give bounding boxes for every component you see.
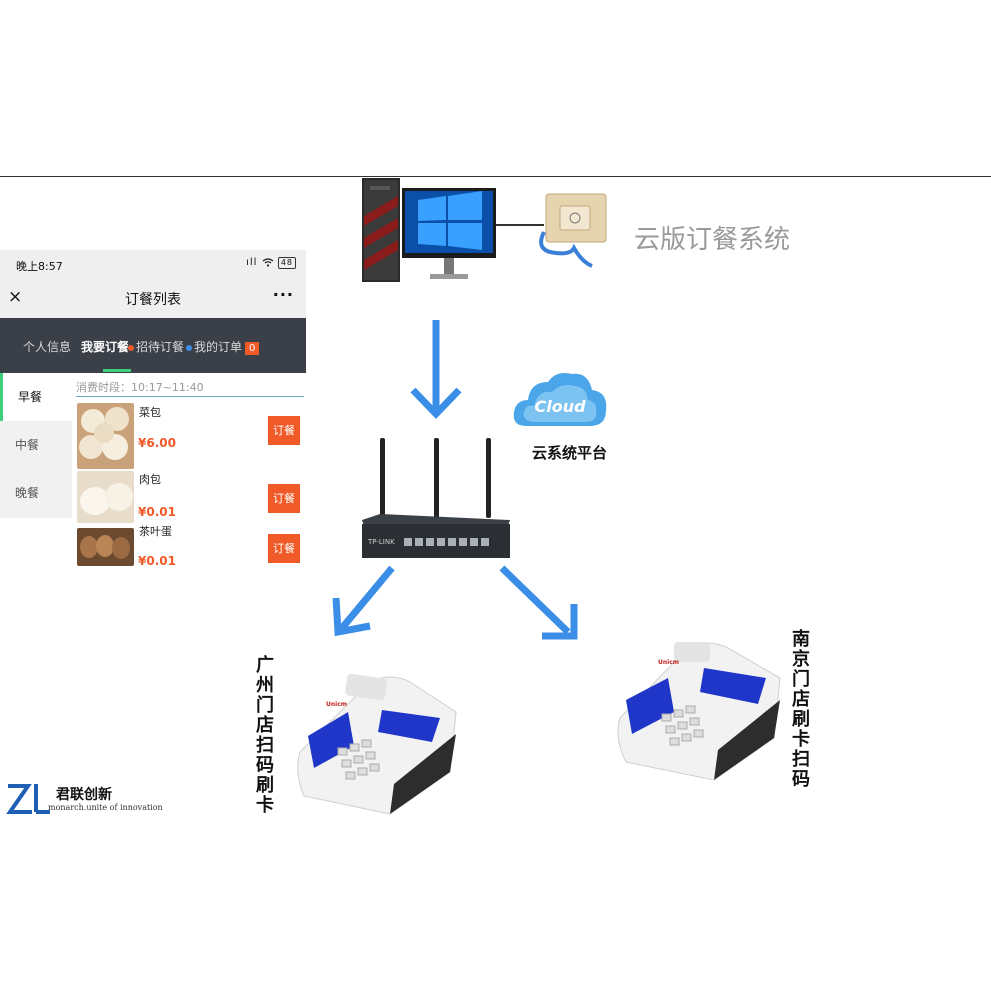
nanjing-store-label: 南京门店刷卡扫码 bbox=[792, 629, 810, 790]
diagram-title: 云版订餐系统 bbox=[634, 225, 791, 255]
sidebar-label: 晚餐 bbox=[15, 486, 40, 500]
close-icon[interactable]: × bbox=[8, 287, 23, 307]
meat-bun-image bbox=[77, 471, 134, 523]
page-title: 订餐列表 bbox=[125, 292, 181, 308]
consumption-period: 消费时段：10:17~11:40 bbox=[76, 381, 204, 394]
pos-terminal-left: Unicm bbox=[297, 673, 457, 815]
period-divider bbox=[76, 396, 304, 397]
order-button[interactable]: 订餐 bbox=[268, 416, 300, 445]
item-name: 菜包 bbox=[139, 406, 161, 419]
cloud-platform-label: 云系统平台 bbox=[532, 444, 608, 462]
title-bar: × 订餐列表 ··· bbox=[0, 278, 306, 318]
sidebar-label: 早餐 bbox=[18, 390, 43, 404]
blue-dot-icon bbox=[186, 344, 192, 351]
item-price: ¥0.01 bbox=[138, 505, 176, 519]
pos-terminal-right: Unicm bbox=[617, 642, 781, 781]
top-divider-line bbox=[0, 176, 991, 177]
tab-order-meal[interactable]: 我要订餐 bbox=[81, 340, 130, 354]
router-device: TP-LINK bbox=[362, 438, 510, 558]
guangzhou-store-label: 广州门店扫码刷卡 bbox=[256, 655, 274, 816]
orange-dot-icon bbox=[128, 344, 134, 351]
item-name: 肉包 bbox=[139, 473, 161, 486]
company-logo-icon bbox=[6, 784, 50, 814]
item-price: ¥0.01 bbox=[138, 554, 176, 568]
tea-egg-image bbox=[77, 528, 134, 566]
arrow-down-left-icon bbox=[332, 565, 395, 637]
sidebar-item-breakfast[interactable]: 早餐 bbox=[0, 373, 72, 421]
wifi-icon bbox=[262, 257, 278, 268]
monitor bbox=[402, 188, 496, 279]
company-slogan: monarch.unite of innovation bbox=[48, 803, 163, 812]
meal-sidebar: 早餐 中餐 晚餐 bbox=[0, 373, 72, 518]
status-bar: 晚上8:57 ıll 48 bbox=[0, 250, 306, 278]
status-icons: ıll 48 bbox=[246, 257, 296, 269]
tab-label: 招待订餐 bbox=[136, 340, 185, 354]
tab-hospitality-order[interactable]: 招待订餐 bbox=[128, 338, 184, 355]
tab-label: 我的订单 bbox=[194, 340, 243, 354]
sidebar-item-lunch[interactable]: 中餐 bbox=[0, 421, 72, 469]
more-icon[interactable]: ··· bbox=[272, 285, 294, 304]
company-name: 君联创新 bbox=[56, 787, 112, 803]
arrow-down-right-icon bbox=[499, 565, 578, 640]
cable-line bbox=[496, 224, 544, 226]
pc-tower bbox=[362, 178, 400, 282]
cloud-icon: Cloud bbox=[513, 373, 607, 426]
cloud-text: Cloud bbox=[534, 397, 586, 416]
order-count-badge: 0 bbox=[245, 342, 260, 355]
arrow-down-icon bbox=[410, 320, 462, 420]
tab-personal-info[interactable]: 个人信息 bbox=[23, 340, 72, 354]
vegetable-bun-image bbox=[77, 403, 134, 469]
sidebar-item-dinner[interactable]: 晚餐 bbox=[0, 469, 72, 517]
sidebar-label: 中餐 bbox=[15, 438, 40, 452]
item-price: ¥6.00 bbox=[138, 436, 176, 450]
order-button[interactable]: 订餐 bbox=[268, 484, 300, 513]
signal-icon: ıll bbox=[246, 257, 258, 268]
terminal-brand: Unicm bbox=[658, 659, 679, 666]
order-button[interactable]: 订餐 bbox=[268, 534, 300, 563]
desktop-computer bbox=[362, 178, 496, 282]
status-time: 晚上8:57 bbox=[16, 260, 63, 273]
item-name: 茶叶蛋 bbox=[139, 525, 172, 538]
active-tab-indicator bbox=[103, 369, 131, 372]
phone-screenshot: 晚上8:57 ıll 48 × 订餐列表 ··· 个人信息 我要订餐 招待订餐 … bbox=[0, 250, 306, 570]
card-reader-device bbox=[539, 193, 607, 268]
router-brand: TP-LINK bbox=[367, 538, 395, 546]
terminal-brand: Unicm bbox=[326, 701, 347, 708]
battery-icon: 48 bbox=[277, 257, 296, 269]
